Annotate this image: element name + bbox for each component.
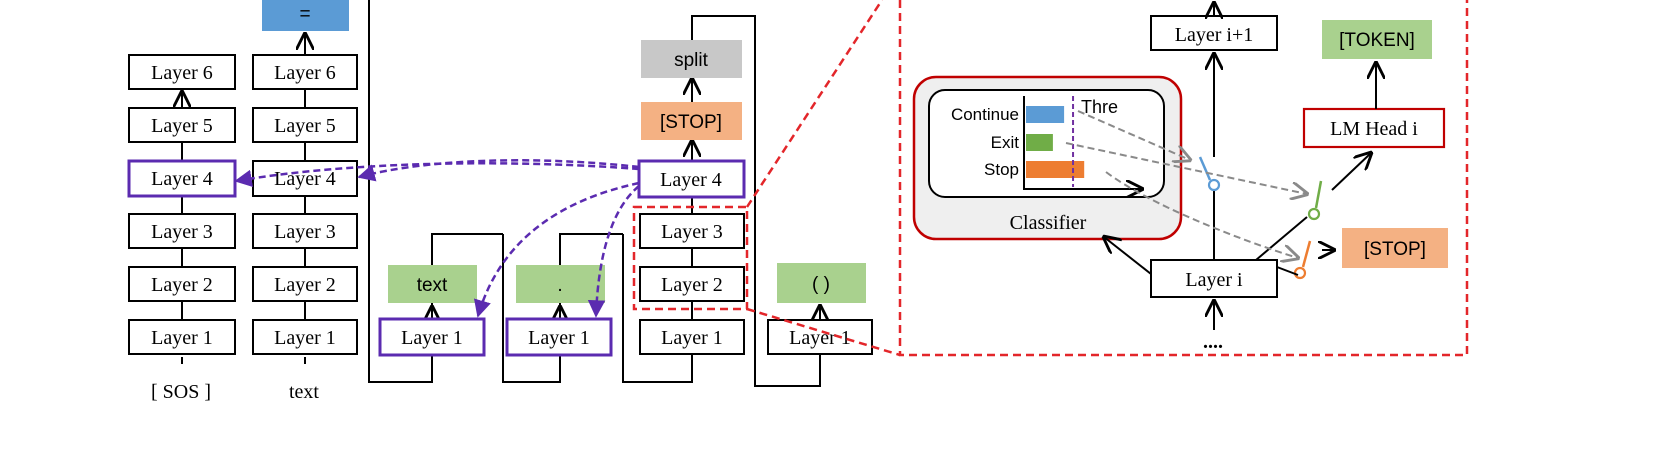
lm-head-box bbox=[1302, 107, 1446, 149]
layer-next-label: Layer i+1 bbox=[1175, 24, 1253, 46]
stop-output-label: [STOP] bbox=[1364, 239, 1426, 260]
output-token-text bbox=[388, 265, 477, 303]
layer-box bbox=[128, 107, 236, 143]
layer-box-highlighted bbox=[127, 159, 237, 198]
layer-box-highlighted bbox=[505, 317, 613, 357]
layer-label: Layer 3 bbox=[151, 221, 213, 243]
output-token-label: split bbox=[674, 50, 709, 71]
layer-box bbox=[639, 319, 745, 355]
input-token-sos: [ SOS ] bbox=[151, 381, 211, 403]
output-token-label: ( ) bbox=[812, 274, 830, 295]
token-output-label: [TOKEN] bbox=[1339, 30, 1415, 51]
lm-head-label: LM Head i bbox=[1330, 118, 1418, 140]
layer-box bbox=[252, 213, 358, 249]
zoom-frame bbox=[898, 0, 1469, 357]
output-token-label: text bbox=[417, 275, 448, 296]
more-layers-ellipsis: .... bbox=[1203, 331, 1223, 353]
layer-label: Layer 1 bbox=[528, 327, 590, 349]
stop-signal-arrow bbox=[1105, 171, 1298, 258]
layer-box bbox=[252, 107, 358, 143]
bar-stop bbox=[1026, 161, 1085, 178]
output-token-label: = bbox=[299, 4, 310, 25]
layer-label: Layer 2 bbox=[151, 274, 213, 296]
layer-box bbox=[128, 54, 236, 90]
column-text: = Layer 6 Layer 5 Layer 4 Layer 3 Layer … bbox=[252, 0, 358, 403]
layer-label: Layer 1 bbox=[661, 327, 723, 349]
layer-box bbox=[639, 266, 745, 302]
input-token-text: text bbox=[289, 381, 319, 403]
layer-label: Layer 6 bbox=[274, 62, 336, 84]
layer-box bbox=[128, 213, 236, 249]
layer-label: Layer 1 bbox=[274, 327, 336, 349]
layer-box-highlighted bbox=[378, 317, 486, 357]
output-token-label: [STOP] bbox=[660, 112, 722, 133]
column-paren-output: ( ) Layer 1 bbox=[767, 263, 873, 355]
stop-switch bbox=[1301, 240, 1312, 268]
layer-box bbox=[252, 319, 358, 355]
kv-reuse-arrows bbox=[234, 159, 640, 318]
column-dot-output: . Layer 1 bbox=[502, 233, 623, 383]
layer-label: Layer 4 bbox=[660, 169, 722, 191]
layer-box bbox=[252, 266, 358, 302]
layer-box-highlighted bbox=[637, 159, 746, 199]
output-token-paren bbox=[777, 263, 866, 303]
output-token-label: . bbox=[557, 275, 562, 296]
output-token-equals bbox=[262, 0, 349, 31]
column-sos: Layer 6 Layer 5 Layer 4 Layer 3 Layer 2 … bbox=[127, 54, 237, 403]
exit-switch bbox=[1314, 180, 1323, 209]
layer-label: Layer 5 bbox=[151, 115, 213, 137]
zoom-connector-top bbox=[745, 0, 884, 208]
output-token-dot bbox=[516, 265, 605, 303]
bar-continue bbox=[1026, 106, 1065, 123]
column-stop-output: split [STOP] Layer 4 Layer 3 Layer 2 Lay… bbox=[622, 15, 820, 387]
layer-label: Layer 3 bbox=[274, 221, 336, 243]
layer-label: Layer 2 bbox=[274, 274, 336, 296]
zoom-connector-bottom bbox=[746, 307, 901, 357]
layer-box bbox=[128, 266, 236, 302]
exit-signal-arrow bbox=[1065, 142, 1307, 194]
column-text-output: text Layer 1 bbox=[368, 0, 503, 383]
layer-label: Layer 5 bbox=[274, 115, 336, 137]
stop-output bbox=[1342, 228, 1448, 268]
layer-box bbox=[767, 319, 873, 355]
output-token-split bbox=[641, 40, 742, 78]
layer-label: Layer 4 bbox=[274, 168, 336, 190]
bar-exit bbox=[1026, 134, 1053, 151]
layer-label: Layer 1 bbox=[401, 327, 463, 349]
layer-label: Layer 6 bbox=[151, 62, 213, 84]
output-token-stop bbox=[641, 102, 742, 140]
layer-box bbox=[252, 54, 358, 90]
layer-box bbox=[128, 319, 236, 355]
layer-box bbox=[639, 213, 745, 249]
bar-label-exit: Exit bbox=[991, 133, 1020, 152]
layer-label: Layer 2 bbox=[661, 274, 723, 296]
zoom-region-highlight bbox=[632, 205, 749, 311]
continue-switch bbox=[1198, 156, 1212, 181]
threshold-label: Thre bbox=[1081, 97, 1118, 117]
classifier-title: Classifier bbox=[1010, 212, 1087, 234]
layer-i-box bbox=[1150, 259, 1278, 298]
layer-i-label: Layer i bbox=[1185, 269, 1243, 291]
bar-label-continue: Continue bbox=[951, 105, 1019, 124]
token-output bbox=[1322, 20, 1432, 59]
bar-label-stop: Stop bbox=[984, 160, 1019, 179]
continue-signal-arrow bbox=[1077, 110, 1190, 160]
layer-label: Layer 1 bbox=[151, 327, 213, 349]
layer-label: Layer 3 bbox=[661, 221, 723, 243]
layer-label: Layer 1 bbox=[789, 327, 851, 349]
layer-label: Layer 4 bbox=[151, 168, 213, 190]
